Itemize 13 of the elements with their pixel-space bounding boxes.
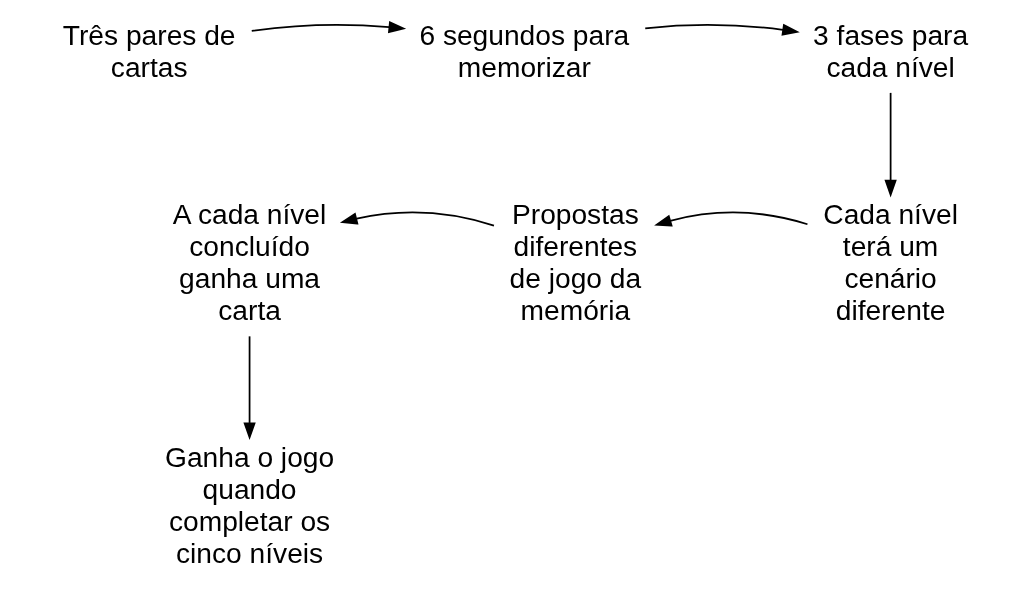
node-text: 6 segundos para memorizar: [418, 18, 629, 83]
node-text: A cada nível concluído ganha uma carta: [172, 198, 326, 326]
arrow: [250, 20, 406, 34]
node-text: 3 fases para cada nível: [812, 18, 968, 83]
arrow: [643, 23, 800, 36]
arrow: [339, 211, 495, 227]
node-text: Cada nível terá um cenário diferente: [822, 198, 958, 326]
node-text: Três pares de cartas: [62, 18, 236, 83]
arrow: [883, 92, 897, 198]
node-text: Propostas diferentes de jogo da memória: [509, 198, 641, 326]
arrow: [242, 335, 256, 441]
node-text: Ganha o jogo quando completar os cinco níveis: [164, 441, 334, 569]
arrow: [653, 211, 808, 227]
